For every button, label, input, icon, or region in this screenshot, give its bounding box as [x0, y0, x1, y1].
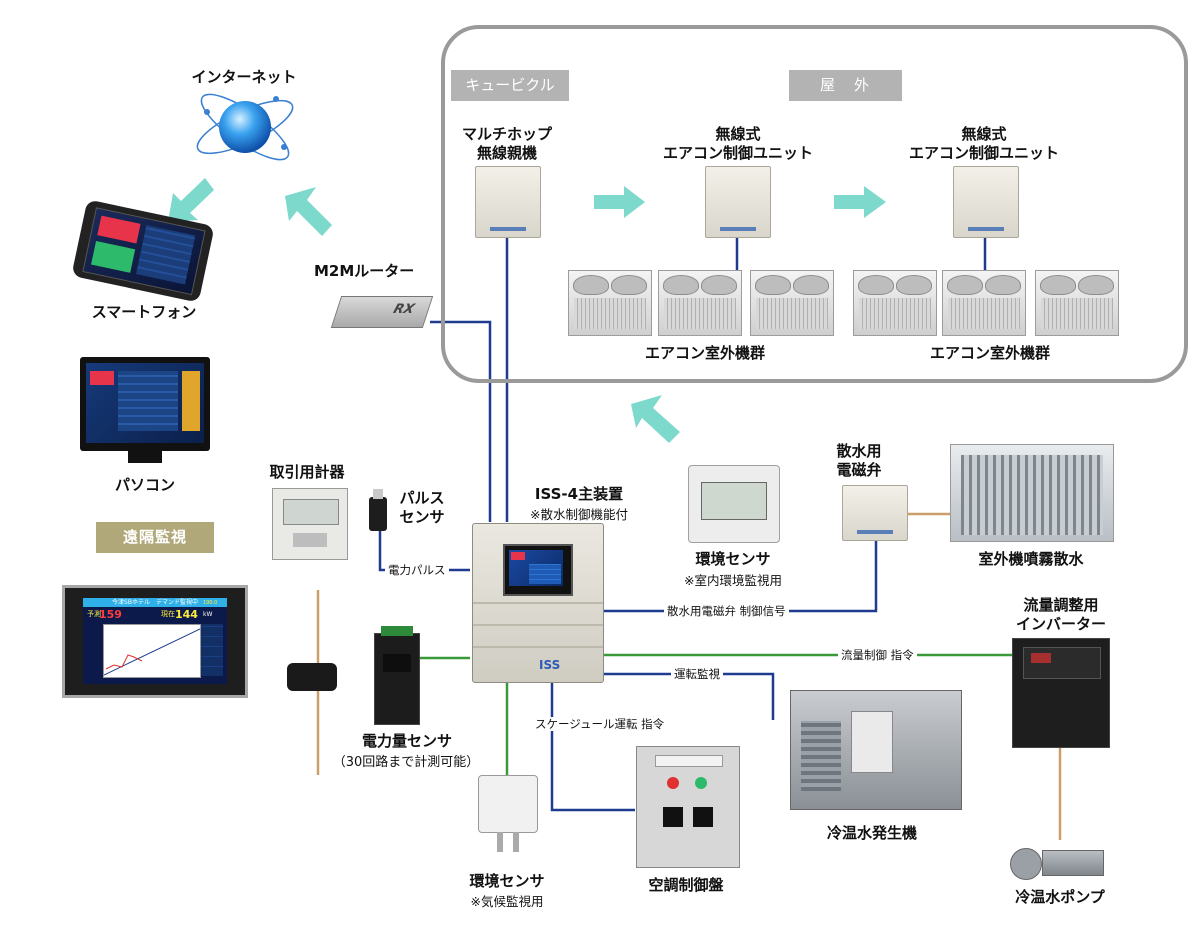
ac-outdoor-unit [568, 270, 652, 336]
wireless-ac-unit-2-label-line2: エアコン制御ユニット [908, 144, 1059, 162]
monitor-header: 今津SBホテル デマンド監視中 [83, 598, 227, 607]
iss4-main-note: ※散水制御機能付 [530, 507, 628, 522]
wire-schedule [550, 680, 635, 812]
ac-outdoor-unit [658, 270, 742, 336]
monitor-current-label: 現在 [161, 610, 175, 618]
monitor-actual-value: 159 [99, 608, 122, 621]
outdoor-area-frame [441, 25, 1188, 383]
flow-inverter-device [1012, 638, 1110, 748]
sprinkler-valve-box [842, 485, 908, 541]
power-sensor-note: （30回路まで計測可能） [332, 755, 480, 770]
monitor-unit: kW [203, 611, 213, 618]
iss4-main-label: ISS-4主装置 [534, 485, 624, 503]
ac-outdoor-unit [942, 270, 1026, 336]
power-pulse-wire-label: 電力パルス [385, 563, 449, 577]
ac-outdoor-group-1-label: エアコン室外機群 [644, 344, 765, 362]
climate-env-sensor-label: 環境センサ [469, 872, 545, 890]
monitor-graph [103, 624, 201, 678]
flow-control-wire-label: 流量制御 指令 [838, 648, 917, 662]
pc-monitor [80, 357, 210, 451]
monitor-target: 190.0 [203, 600, 218, 606]
smartphone-label: スマートフォン [91, 303, 197, 321]
outdoor-mist-label: 室外機噴霧散水 [978, 550, 1084, 568]
trade-meter-device [272, 488, 348, 560]
pulse-sensor-label-line2: センサ [399, 508, 445, 526]
outdoor-mist-photo [950, 444, 1114, 542]
indoor-env-sensor-device [688, 465, 780, 543]
indoor-env-sensor-note: ※室内環境監視用 [684, 573, 782, 588]
pc-label: パソコン [114, 476, 175, 494]
chiller-device [790, 690, 962, 810]
operation-monitor-wire-label: 運転監視 [671, 667, 723, 681]
chw-pump-label: 冷温水ポンプ [1015, 888, 1105, 906]
chiller-label: 冷温水発生機 [826, 824, 917, 842]
m2m-router-device: RX [330, 296, 434, 328]
indoor-env-sensor-label: 環境センサ [695, 550, 771, 568]
climate-env-sensor-device [478, 775, 538, 852]
iss4-screen [503, 544, 573, 596]
wireless-ac-control-unit-1 [705, 166, 771, 238]
climate-env-sensor-note: ※気候監視用 [470, 894, 544, 909]
wire-operation-monitor [600, 672, 775, 720]
pulse-sensor-device [369, 489, 387, 531]
trade-meter-label: 取引用計器 [269, 463, 345, 481]
teal-arrow-icon [168, 178, 886, 443]
ac-outdoor-group-2-label: エアコン室外機群 [929, 344, 1050, 362]
chw-pump-device [1010, 842, 1106, 882]
outdoor-region-label: 屋 外 [789, 70, 902, 101]
multihop-base-unit [475, 166, 541, 238]
ac-control-panel-device [636, 746, 740, 868]
monitor-actual-label: 予測 [87, 610, 101, 618]
wire-router-to-iss [430, 320, 492, 522]
schedule-wire-label: スケージュール運転 指令 [532, 717, 668, 731]
globe-icon [196, 93, 294, 161]
m2m-router-label: M2Mルーター [314, 262, 415, 280]
multihop-label-line2: 無線親機 [476, 144, 537, 162]
wireless-ac-unit-1-label-line1: 無線式 [715, 125, 761, 143]
ac-outdoor-unit [750, 270, 834, 336]
sprinkler-valve-label-line1: 散水用 [836, 442, 882, 460]
current-clamp-device [287, 663, 337, 691]
demand-monitor-panel: 今津SBホテル デマンド監視中 予測 159 現在 144 kW 190.0 [62, 585, 248, 698]
ac-control-panel-label: 空調制御盤 [648, 876, 724, 894]
wireless-ac-unit-1-label-line2: エアコン制御ユニット [662, 144, 813, 162]
wireless-ac-unit-2-label-line1: 無線式 [961, 125, 1007, 143]
router-brand: RX [391, 302, 417, 317]
flow-inverter-label-line1: 流量調整用 [1023, 596, 1099, 614]
ac-outdoor-unit [1035, 270, 1119, 336]
iss4-main-unit: ISS [472, 523, 604, 683]
pulse-sensor-label-line1: パルス [399, 489, 445, 507]
valve-signal-wire-label: 散水用電磁弁 制御信号 [664, 604, 789, 618]
iss-logo: ISS [539, 658, 561, 672]
power-sensor-device [374, 626, 420, 725]
wireless-ac-control-unit-2 [953, 166, 1019, 238]
ac-outdoor-unit [853, 270, 937, 336]
multihop-label-line1: マルチホップ [461, 125, 552, 143]
pc-stand [128, 451, 162, 463]
monitor-current-value: 144 [175, 608, 198, 621]
internet-label: インターネット [191, 68, 297, 86]
flow-inverter-label-line2: インバーター [1015, 615, 1106, 633]
sprinkler-valve-label-line2: 電磁弁 [836, 461, 882, 479]
remote-monitoring-badge: 遠隔監視 [96, 522, 214, 553]
power-sensor-label: 電力量センサ [361, 732, 452, 750]
cubicle-region-label: キュービクル [451, 70, 569, 101]
